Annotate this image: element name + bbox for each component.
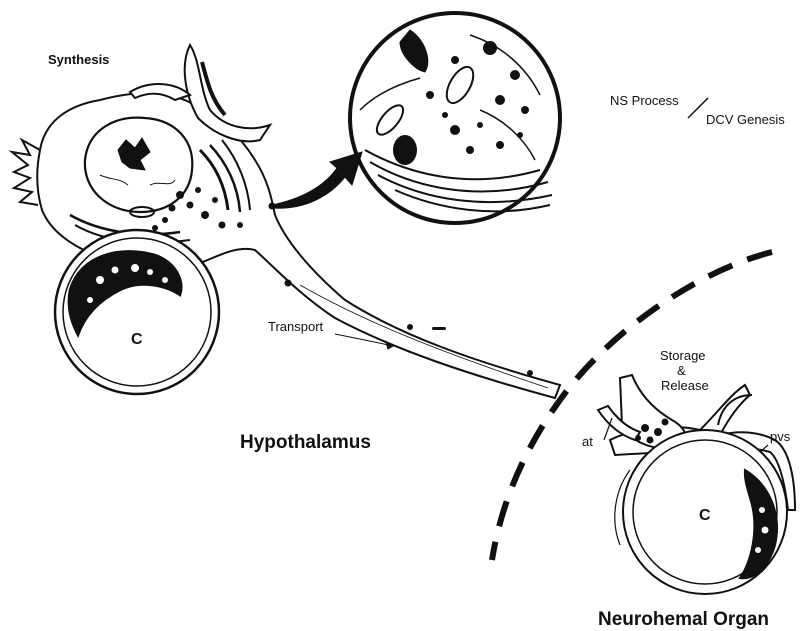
synthesis-label: Synthesis: [48, 52, 109, 67]
ns-dcv-divider: [688, 98, 708, 118]
origin-dot: [269, 203, 276, 210]
at-label: at: [582, 434, 593, 449]
capillary-left-label: C: [131, 331, 143, 348]
ultrastructure-magnified-view: [350, 13, 560, 223]
magnification-arrow: [272, 152, 362, 208]
neurohemal-terminal: [598, 375, 795, 594]
capillary-left: [55, 230, 219, 394]
ns-process-label: NS Process: [610, 93, 679, 108]
neurohemal-organ-label: Neurohemal Organ: [598, 609, 769, 630]
storage-label: Storage: [660, 348, 706, 363]
transport-label: Transport: [268, 319, 324, 334]
hypothalamus-label: Hypothalamus: [240, 432, 371, 453]
pvs-label: pvs: [770, 429, 791, 444]
ampersand-label: &: [677, 363, 686, 378]
dcv-genesis-label: DCV Genesis: [706, 112, 785, 127]
capillary-right-label: C: [699, 507, 711, 524]
release-label: Release: [661, 378, 709, 393]
